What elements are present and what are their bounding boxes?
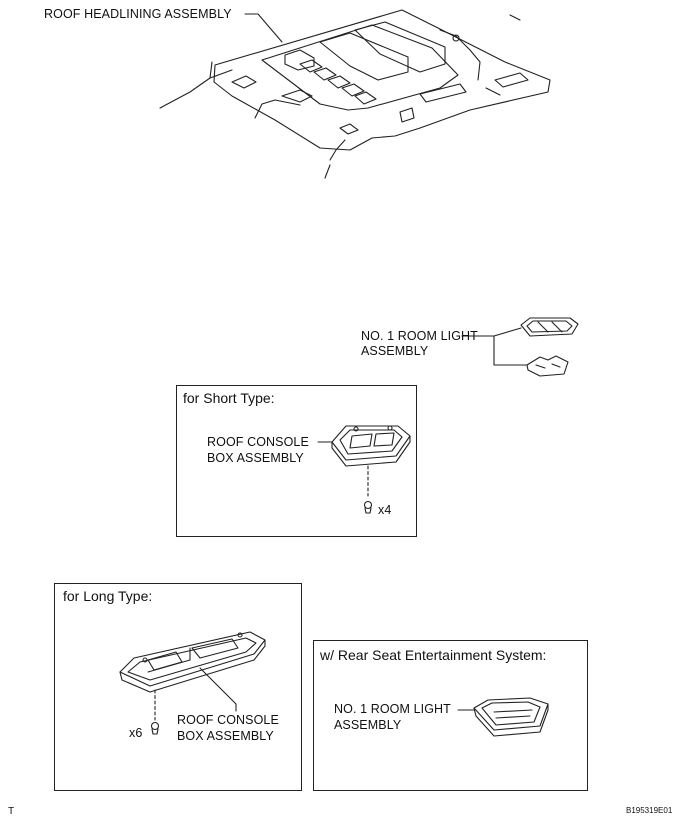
short-console-label-line2: BOX ASSEMBLY <box>207 451 304 465</box>
rse-title: w/ Rear Seat Entertainment System: <box>320 647 547 663</box>
rse-room-light-illustration <box>473 697 549 737</box>
short-console-illustration <box>331 425 411 467</box>
long-type-box: for Long Type: <box>54 583 302 791</box>
room-light-top-label-line2: ASSEMBLY <box>361 344 429 358</box>
room-light-top-leader <box>461 327 528 366</box>
long-console-leader <box>199 667 237 712</box>
roof-headlining-illustration <box>159 9 551 179</box>
room-light-top-label-line1: NO. 1 ROOM LIGHT <box>361 329 478 343</box>
rse-light-label-line2: ASSEMBLY <box>334 718 402 732</box>
room-light-top-illustration <box>520 317 579 377</box>
long-qty-label: x6 <box>129 726 143 740</box>
short-type-box: for Short Type: <box>176 385 417 537</box>
roof-headlining-leader <box>244 13 283 43</box>
short-screw-icon <box>363 500 373 514</box>
rse-light-label-line1: NO. 1 ROOM LIGHT <box>334 702 451 716</box>
short-qty-label: x4 <box>378 503 392 517</box>
short-console-label-line1: ROOF CONSOLE <box>207 435 309 449</box>
long-screw-icon <box>150 721 160 735</box>
long-console-label-line1: ROOF CONSOLE <box>177 713 279 727</box>
long-console-label-line2: BOX ASSEMBLY <box>177 729 274 743</box>
long-type-title: for Long Type: <box>63 588 153 604</box>
rse-box: w/ Rear Seat Entertainment System: <box>313 640 588 791</box>
footer-left-mark: T <box>8 806 15 817</box>
figure-code: B195319E01 <box>626 806 673 815</box>
roof-headlining-label: ROOF HEADLINING ASSEMBLY <box>44 7 232 21</box>
short-type-title: for Short Type: <box>183 390 275 406</box>
long-console-illustration <box>119 631 266 693</box>
